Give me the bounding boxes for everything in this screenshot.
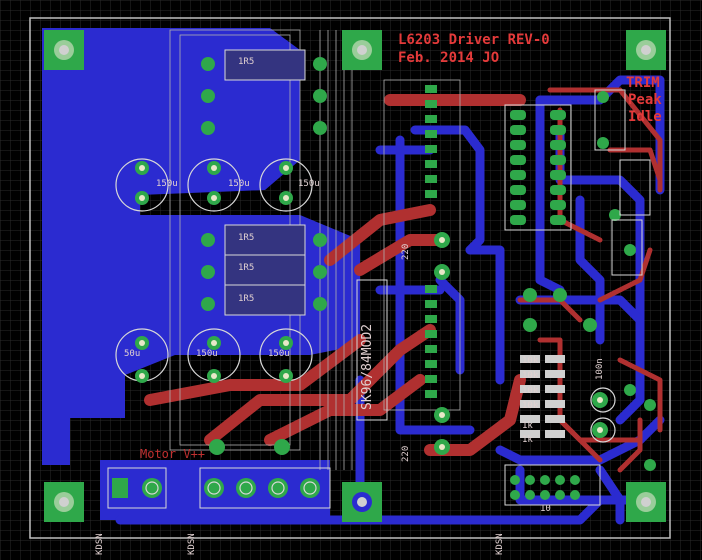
cap-value-1: 150u [156, 179, 178, 189]
pads [135, 57, 656, 471]
header-value: 10 [540, 504, 551, 514]
mounting-holes [44, 30, 666, 522]
peak-label: Peak [628, 92, 662, 108]
cap-value-4: 50u [124, 349, 141, 359]
cap-220-2: 220 [401, 445, 411, 462]
power-resistors [224, 49, 306, 316]
res-10k-2: 10k [522, 371, 539, 381]
cap-value-3: 150u [298, 179, 320, 189]
res-1k-1: 1k [522, 421, 533, 431]
res-value-1: 1R5 [238, 57, 255, 67]
board-title: L6203 Driver REV-0 [398, 32, 550, 48]
res-10k-4: 10k [522, 401, 539, 411]
res-10k-3: 10k [522, 386, 539, 396]
board-date: Feb. 2014 JO [398, 50, 500, 66]
res-10k-1: 10k [522, 356, 539, 366]
smd-resistors [520, 355, 565, 438]
res-value-2: 1R5 [238, 233, 255, 243]
res-1k-2: 1k [522, 435, 533, 445]
cap-220-1: 220 [401, 243, 411, 260]
trimmer-pots [590, 387, 616, 443]
motor-label: Motor V++ [140, 447, 206, 461]
trim-label: TRIM [626, 75, 660, 91]
ic-cap-label: 100n [595, 358, 605, 380]
terminal-blocks [107, 467, 331, 509]
ground-pour-bottom [42, 28, 360, 465]
ic-outlines [504, 89, 651, 276]
cap-value-6: 150u [268, 349, 290, 359]
board-outline [29, 17, 671, 539]
heatsink-outline [356, 279, 388, 421]
bottom-traces [115, 75, 665, 525]
header-connector [504, 464, 601, 506]
connector-label-3: KDSN [495, 533, 505, 555]
idle-label: Idle [628, 109, 662, 125]
res-value-3: 1R5 [238, 263, 255, 273]
ground-pour-extension [95, 375, 125, 418]
ic-pads [425, 85, 566, 398]
connector-label-1: KDSN [95, 533, 105, 555]
res-value-4: 1R5 [238, 294, 255, 304]
module-label: SK96/84MOD2 [360, 323, 375, 410]
cap-value-5: 150u [196, 349, 218, 359]
connector-label-2: KDSN [187, 533, 197, 555]
cap-value-2: 150u [228, 179, 250, 189]
